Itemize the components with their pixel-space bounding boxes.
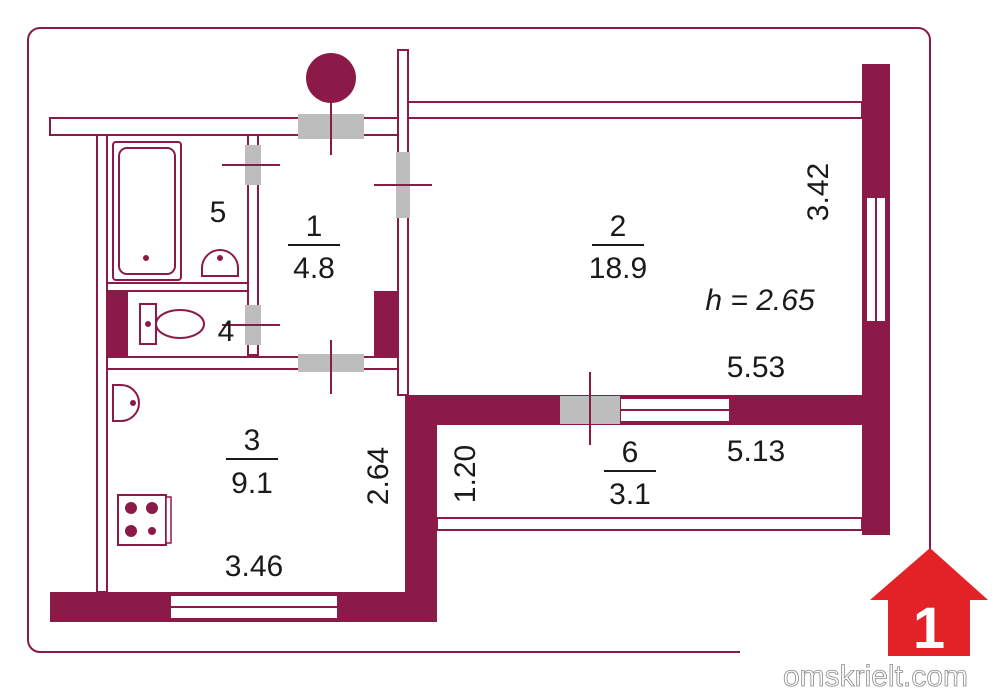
room-1-area: 4.8 (293, 252, 335, 285)
logo: 1 omskrielt.com (783, 548, 988, 690)
dim-kitchen-width: 3.46 (225, 550, 283, 583)
room-2-number: 2 (610, 210, 627, 243)
windows (169, 196, 887, 620)
sink-icon (112, 249, 239, 422)
room-2-area: 18.9 (589, 252, 647, 285)
thin-walls (49, 49, 863, 593)
room-6-area: 3.1 (609, 478, 651, 511)
dim-kitchen-depth: 2.64 (362, 447, 395, 505)
room-3-area: 9.1 (231, 467, 273, 500)
room-6-number: 6 (622, 436, 639, 469)
frame (27, 27, 931, 653)
logo-number: 1 (913, 596, 945, 661)
room-4-number: 4 (218, 315, 235, 348)
room-5-number: 5 (210, 196, 227, 229)
dim-balcony-depth: 1.20 (449, 445, 482, 503)
dim-balcony-inner: 5.13 (727, 435, 785, 468)
ceiling-height: h = 2.65 (705, 284, 815, 317)
room-1-number: 1 (306, 210, 323, 243)
stove-icon (117, 494, 172, 546)
logo-site: omskrielt.com (783, 660, 968, 690)
bathtub-icon (112, 141, 182, 281)
dim-room2-height: 3.42 (802, 163, 835, 221)
entrance-marker-icon (306, 53, 356, 103)
toilet-icon (139, 303, 205, 345)
dim-balcony-outer: 5.53 (727, 351, 785, 384)
door-marks (222, 100, 591, 445)
room-3-number: 3 (244, 424, 261, 457)
